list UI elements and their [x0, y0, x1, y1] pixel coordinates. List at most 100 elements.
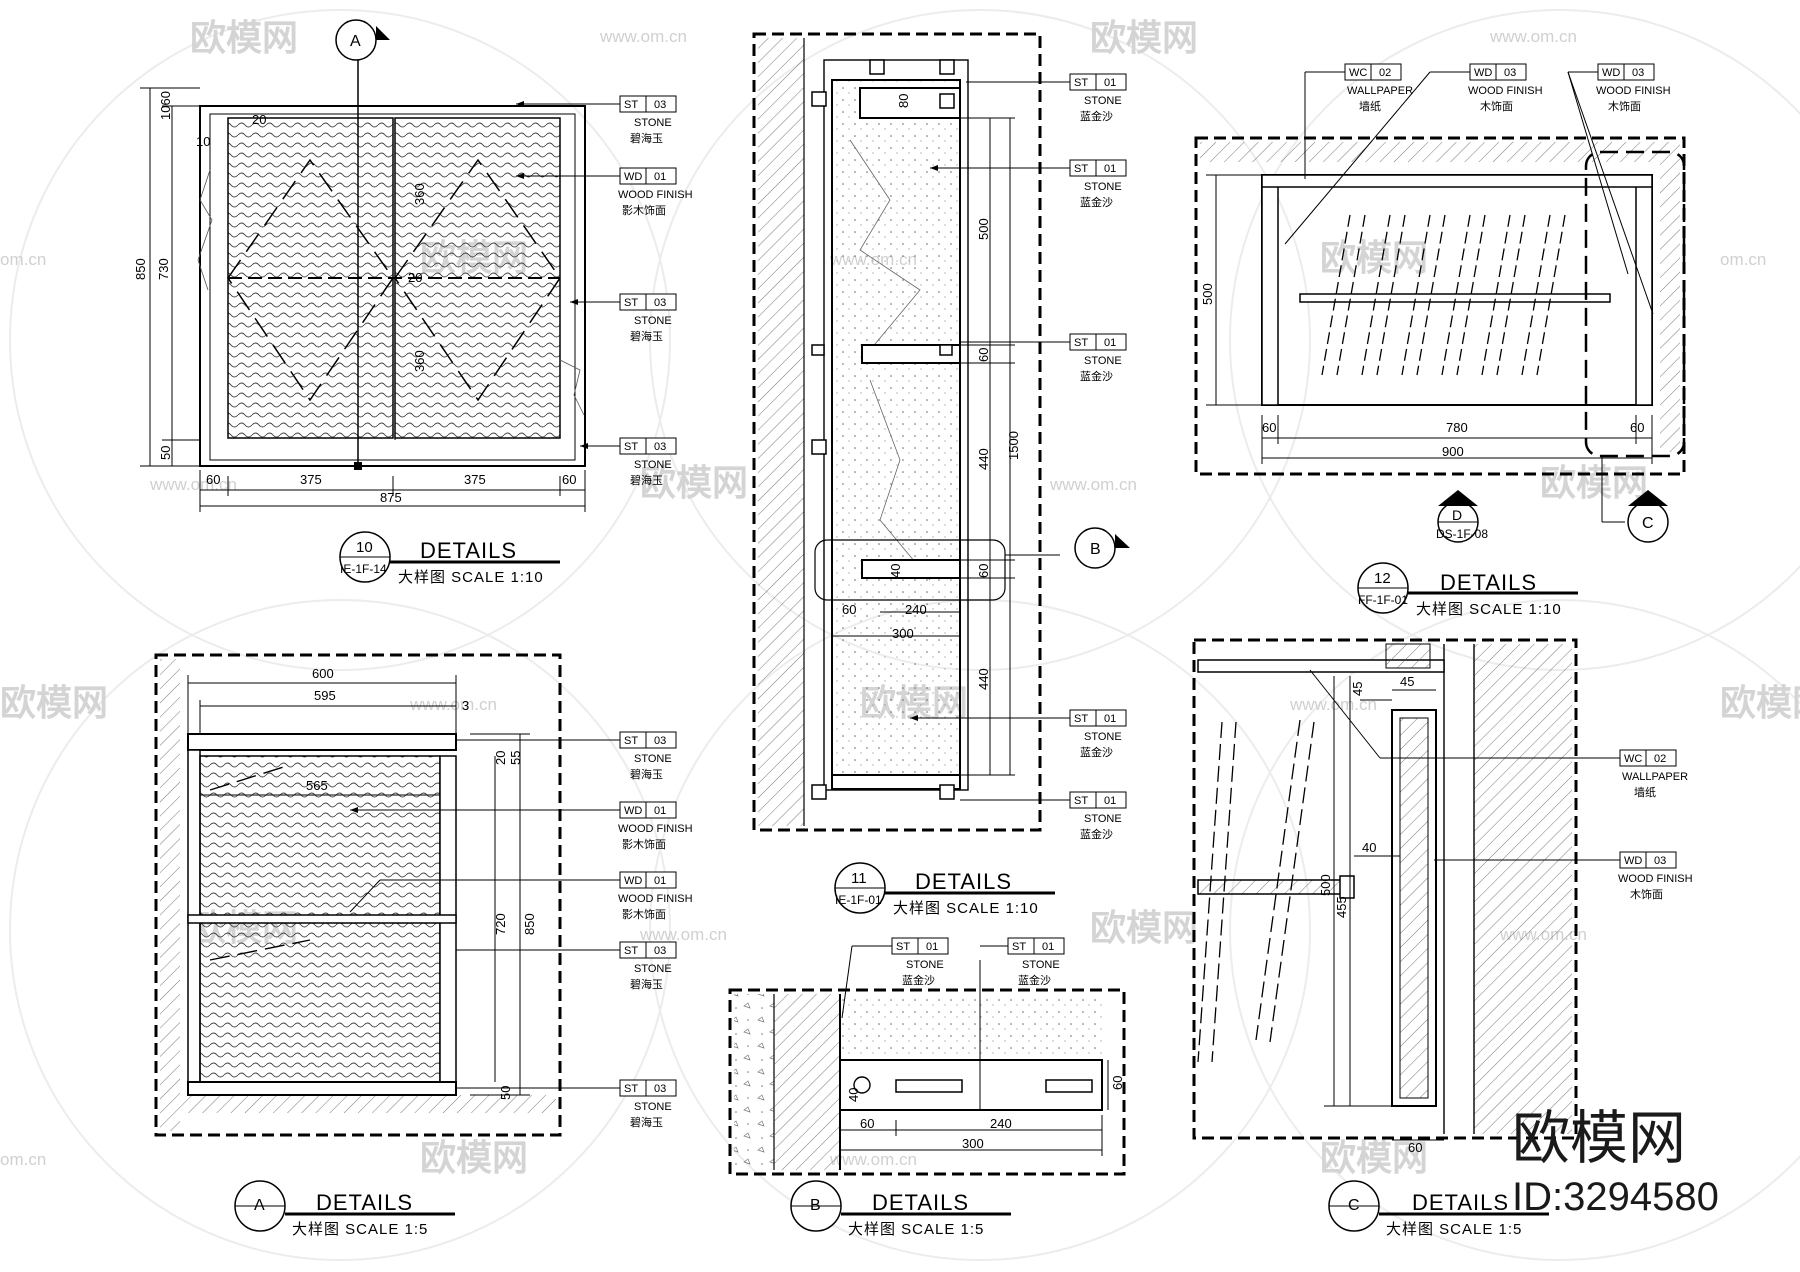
- svg-text:01: 01: [1042, 941, 1054, 953]
- svg-text:01: 01: [654, 171, 666, 183]
- svg-text:900: 900: [1442, 444, 1464, 459]
- dim-label: 20: [408, 270, 422, 285]
- svg-text:3: 3: [462, 698, 469, 713]
- svg-text:240: 240: [990, 1116, 1012, 1131]
- svg-text:10: 10: [356, 539, 373, 556]
- svg-text:11: 11: [851, 870, 867, 887]
- svg-text:影木饰面: 影木饰面: [622, 907, 666, 921]
- svg-text:蓝金沙: 蓝金沙: [1080, 195, 1113, 209]
- svg-text:A: A: [254, 1197, 265, 1214]
- svg-text:60: 60: [976, 348, 991, 362]
- svg-text:03: 03: [654, 945, 666, 957]
- svg-text:60: 60: [860, 1116, 874, 1131]
- shelf-1: [861, 344, 961, 364]
- svg-text:500: 500: [1200, 283, 1215, 305]
- model-id: ID:3294580: [1512, 1175, 1719, 1219]
- svg-text:20: 20: [493, 751, 508, 765]
- svg-text:03: 03: [1654, 855, 1666, 867]
- watermark-url: www.om.cn: [599, 27, 687, 46]
- svg-text:STONE: STONE: [1084, 813, 1122, 825]
- svg-text:440: 440: [976, 448, 991, 470]
- dim-label: 360: [412, 183, 427, 205]
- svg-text:240: 240: [905, 602, 927, 617]
- svg-text:B: B: [810, 1197, 821, 1214]
- svg-text:55: 55: [508, 751, 523, 765]
- svg-text:02: 02: [1379, 67, 1391, 79]
- watermark-circle: [9, 9, 671, 671]
- watermark-url: www.om.cn: [149, 475, 237, 494]
- detail-title: B DETAILS 大样图 SCALE 1:5: [790, 1180, 1011, 1238]
- callout-c-frame: [1584, 150, 1686, 458]
- dim-label: 375: [300, 472, 322, 487]
- svg-text:03: 03: [1632, 67, 1644, 79]
- svg-text:01: 01: [1104, 77, 1116, 89]
- watermark-url: www.om.cn: [829, 1150, 917, 1169]
- niche-stone: [831, 79, 961, 781]
- svg-text:STONE: STONE: [1084, 95, 1122, 107]
- svg-text:ST: ST: [1074, 337, 1088, 349]
- cut-boundary: [752, 32, 1042, 832]
- dim-label: 360: [412, 350, 427, 372]
- svg-text:ST: ST: [624, 735, 638, 747]
- watermark-circle: [9, 599, 671, 1261]
- svg-text:DETAILS: DETAILS: [316, 1190, 413, 1215]
- brand-overlay: 欧模网 ID:3294580: [1512, 1106, 1719, 1219]
- svg-text:STONE: STONE: [1084, 181, 1122, 193]
- svg-text:DETAILS: DETAILS: [1412, 1190, 1509, 1215]
- svg-text:60: 60: [1630, 420, 1644, 435]
- svg-text:60: 60: [1262, 420, 1276, 435]
- svg-text:01: 01: [1104, 337, 1116, 349]
- svg-text:D: D: [1452, 507, 1462, 523]
- svg-text:ST: ST: [1074, 77, 1088, 89]
- svg-text:STONE: STONE: [906, 959, 944, 971]
- svg-text:大样图 SCALE 1:5: 大样图 SCALE 1:5: [848, 1221, 984, 1238]
- svg-text:STONE: STONE: [634, 753, 672, 765]
- cut-boundary: [728, 988, 1126, 1176]
- svg-text:WC: WC: [1624, 753, 1642, 765]
- svg-text:440: 440: [976, 668, 991, 690]
- svg-text:60: 60: [1110, 1076, 1125, 1090]
- watermark-url: www.om.cn: [1489, 27, 1577, 46]
- svg-text:STONE: STONE: [634, 459, 672, 471]
- svg-text:01: 01: [1104, 795, 1116, 807]
- svg-text:565: 565: [306, 778, 328, 793]
- svg-text:ST: ST: [1074, 163, 1088, 175]
- watermark-brand: 欧模网: [0, 682, 108, 723]
- stone-slab: [840, 994, 1102, 1060]
- hangers: [1197, 719, 1315, 1063]
- dim-label: 1060: [158, 91, 173, 120]
- svg-text:01: 01: [1104, 163, 1116, 175]
- svg-text:02: 02: [1654, 753, 1666, 765]
- svg-text:45: 45: [1350, 682, 1365, 696]
- svg-text:碧海玉: 碧海玉: [630, 767, 663, 781]
- svg-text:300: 300: [962, 1136, 984, 1151]
- svg-text:40: 40: [888, 564, 903, 578]
- svg-text:碧海玉: 碧海玉: [630, 131, 663, 145]
- dim-label: 730: [156, 258, 171, 280]
- svg-text:WOOD FINISH: WOOD FINISH: [618, 823, 693, 835]
- svg-text:03: 03: [1504, 67, 1516, 79]
- shelf-2: [861, 559, 961, 579]
- svg-text:ST: ST: [624, 297, 638, 309]
- svg-text:STONE: STONE: [634, 963, 672, 975]
- watermark-url: om.cn: [0, 250, 46, 269]
- svg-text:蓝金沙: 蓝金沙: [1080, 745, 1113, 759]
- section-marker-d: D DS-1F-08: [1436, 490, 1488, 543]
- svg-text:ST: ST: [1074, 795, 1088, 807]
- svg-text:木饰面: 木饰面: [1480, 99, 1513, 113]
- svg-text:C: C: [1348, 1197, 1360, 1214]
- svg-text:01: 01: [654, 805, 666, 817]
- svg-text:大样图 SCALE 1:10: 大样图 SCALE 1:10: [1416, 601, 1562, 618]
- svg-text:ST: ST: [624, 1083, 638, 1095]
- watermark-brand: 欧模网: [420, 1137, 528, 1178]
